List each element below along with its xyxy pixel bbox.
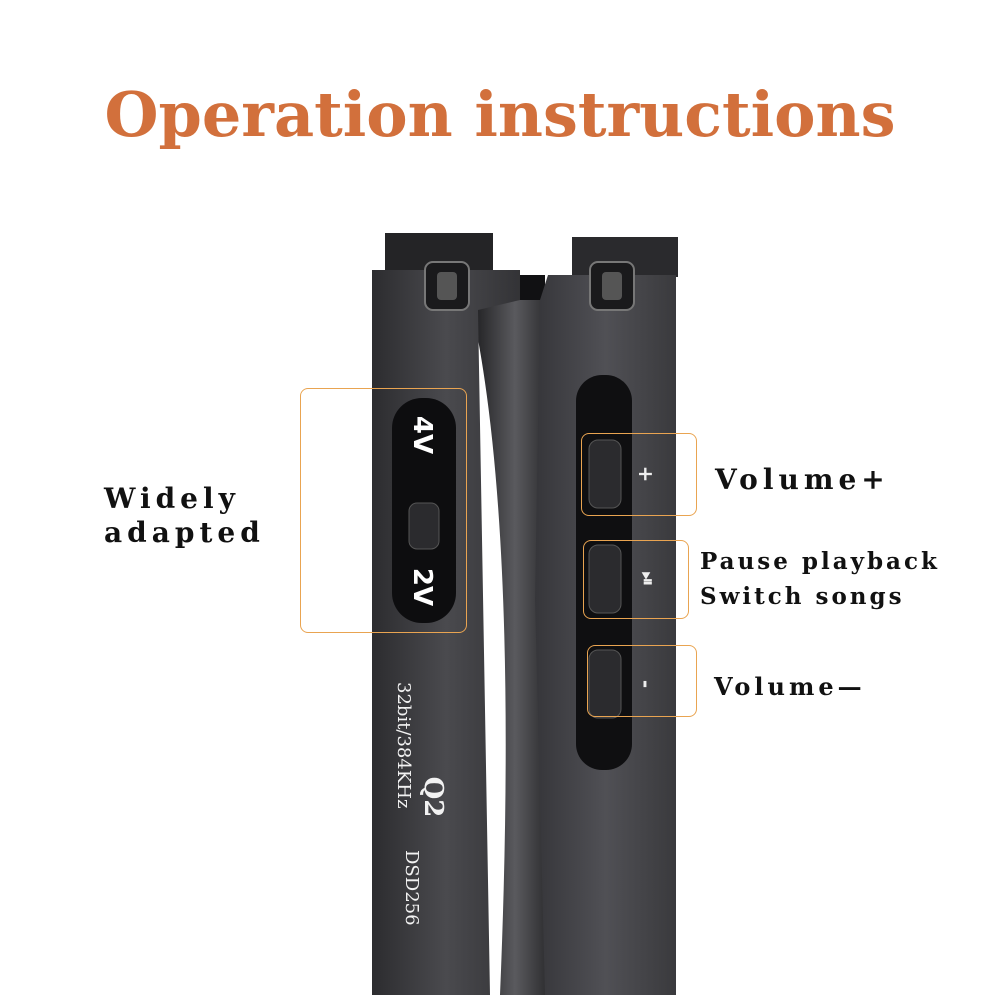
volume-up-callout bbox=[581, 433, 697, 516]
switch-songs-label: Switch songs bbox=[700, 583, 905, 610]
pause-playback-label: Pause playback bbox=[700, 548, 940, 575]
play-pause-callout bbox=[583, 540, 689, 619]
volume-up-button-shape bbox=[588, 439, 622, 509]
spec-line-1: 32bit/384KHz bbox=[393, 682, 414, 809]
spec-line-2: DSD256 bbox=[401, 850, 422, 926]
volume-down-label: Volume— bbox=[714, 672, 866, 701]
play-pause-button-shape bbox=[588, 544, 622, 614]
model-name: Q2 bbox=[418, 776, 448, 818]
voltage-switch-slider bbox=[408, 502, 440, 550]
page-title: Operation instructions bbox=[104, 78, 896, 151]
left-label-line2: adapted bbox=[104, 516, 265, 549]
volume-down-button-shape bbox=[588, 649, 622, 719]
voltage-switch-callout bbox=[300, 388, 467, 633]
volume-down-callout bbox=[587, 645, 697, 717]
volume-up-label: Volume+ bbox=[715, 463, 890, 496]
left-label-line1: Widely bbox=[104, 482, 240, 515]
